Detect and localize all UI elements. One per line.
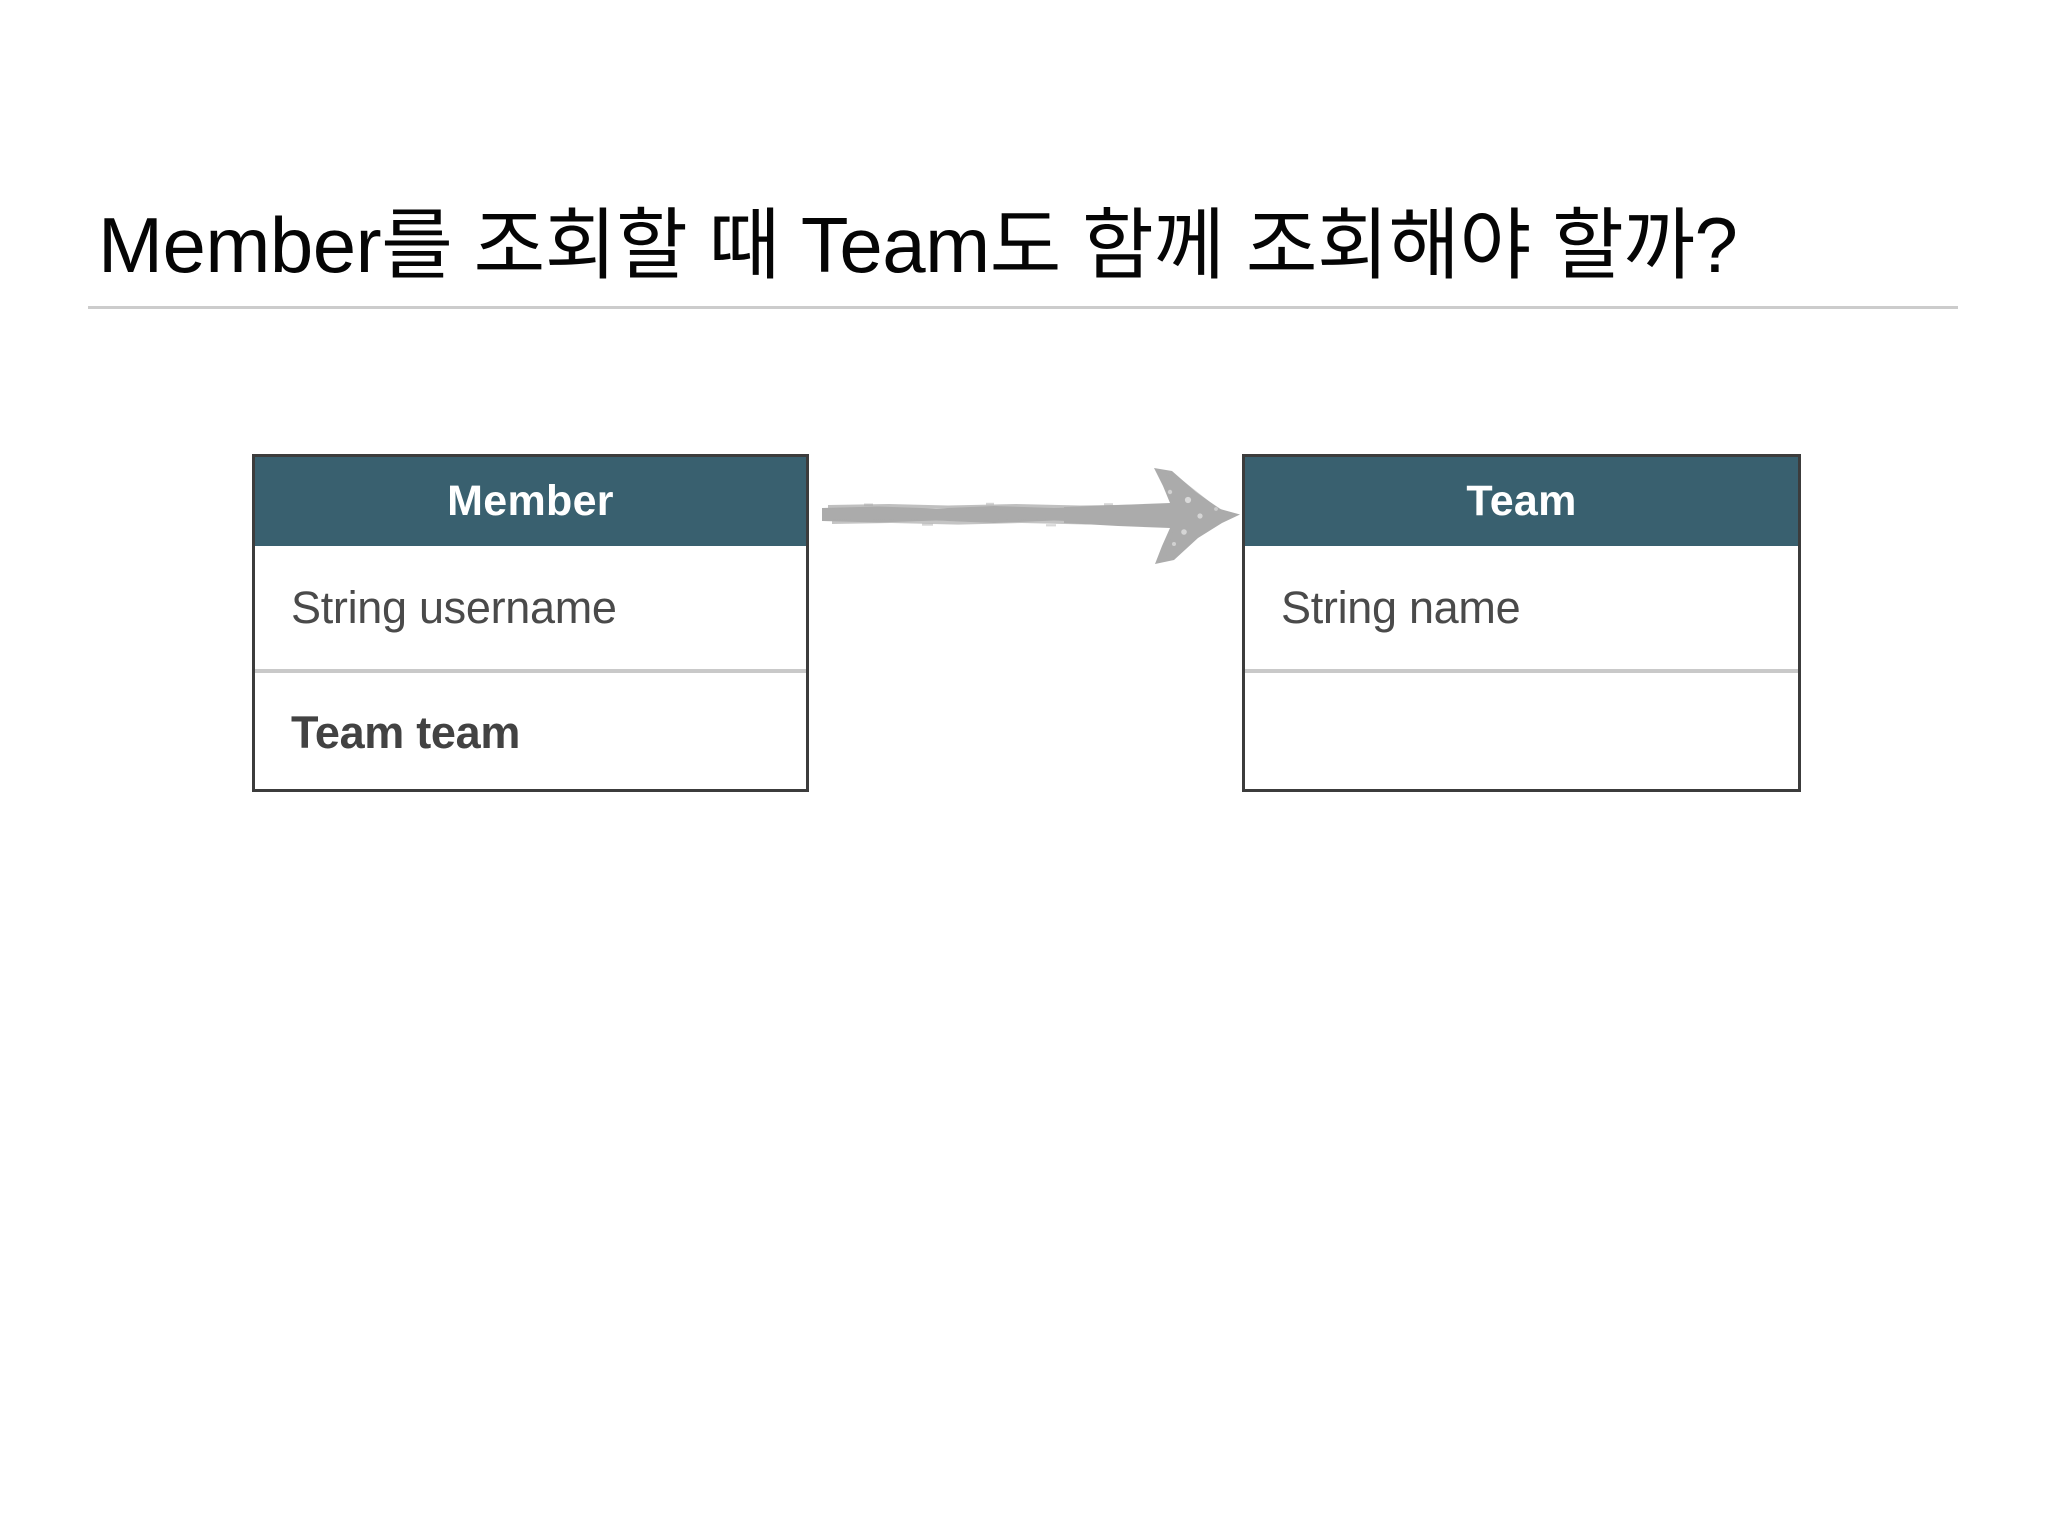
entity-box-team: Team String name <box>1242 454 1801 792</box>
entity-field-member-1: Team team <box>255 669 806 792</box>
entity-header-team: Team <box>1245 457 1798 546</box>
entity-box-member: Member String username Team team <box>252 454 809 792</box>
entity-header-member: Member <box>255 457 806 546</box>
title-divider <box>88 306 1958 309</box>
relationship-arrow-icon <box>818 462 1248 572</box>
page-title: Member를 조회할 때 Team도 함께 조회해야 할까? <box>98 201 1738 290</box>
entity-field-team-0: String name <box>1281 581 1521 633</box>
entity-field-member-0: String username <box>291 581 617 633</box>
entity-field-team-1 <box>1245 669 1798 792</box>
